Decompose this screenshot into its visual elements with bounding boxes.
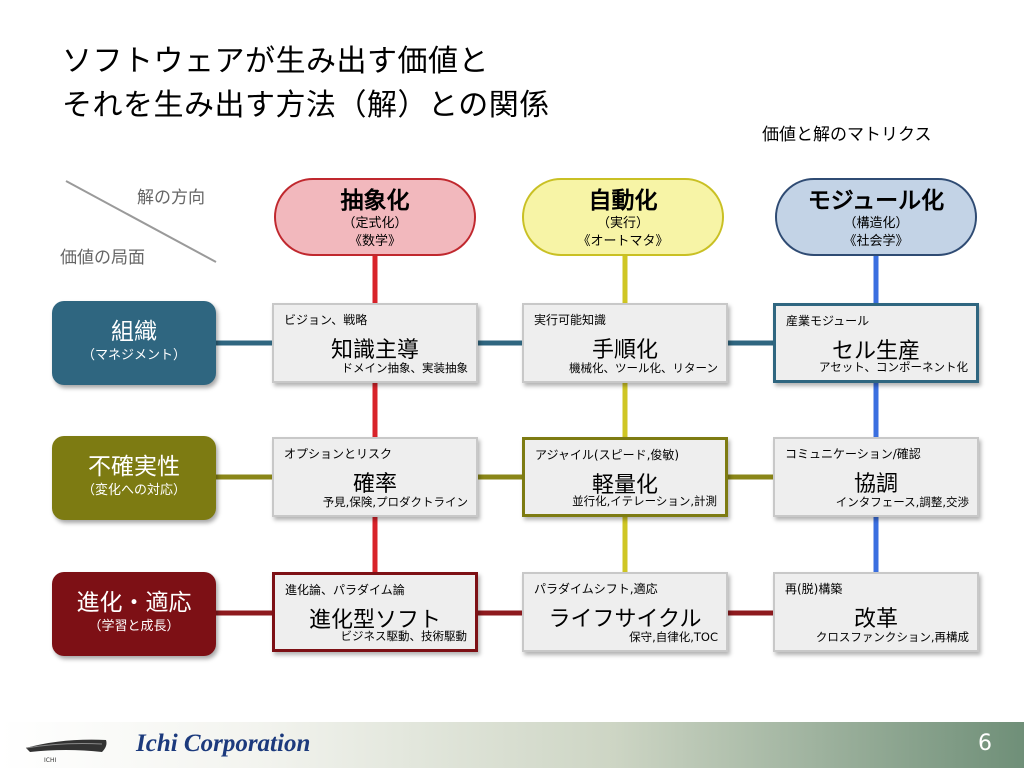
cell-top-label: ビジョン、戦略 (284, 313, 368, 327)
corner-diagonal-line (65, 180, 217, 263)
column-header-sub1: （実行） (596, 216, 649, 231)
cell-top-label: 実行可能知識 (534, 313, 607, 327)
cell-bottom-label: インタフェース,調整,交渉 (835, 495, 969, 509)
cell-main-label: 軽量化 (591, 473, 658, 498)
cell-top-label: パラダイムシフト,適応 (534, 582, 658, 596)
matrix-cell-lightweight: アジャイル(スピード,俊敏) 軽量化 並行化,イテレーション,計測 (522, 437, 728, 517)
column-header-automation: 自動化 （実行） 《オートマタ》 (522, 178, 724, 256)
cell-bottom-label: ビジネス駆動、技術駆動 (340, 629, 468, 643)
cell-main-label: 手順化 (591, 338, 658, 363)
slide-title: ソフトウェアが生み出す価値と それを生み出す方法（解）との関係 (62, 40, 702, 128)
cell-main-label: 進化型ソフト (308, 608, 441, 633)
row-header-title: 進化・適応 (76, 590, 192, 616)
cell-top-label: 進化論、パラダイム論 (285, 583, 405, 597)
cell-bottom-label: 予見,保険,プロダクトライン (322, 495, 468, 509)
matrix-cell-knowledge-driven: ビジョン、戦略 知識主導 ドメイン抽象、実装抽象 (272, 303, 478, 383)
cell-bottom-label: アセット、コンポーネント化 (818, 360, 968, 374)
company-logo-icon: ICHI (25, 739, 107, 764)
cell-bottom-label: 並行化,イテレーション,計測 (572, 494, 717, 508)
column-header-modularization: モジュール化 （構造化） 《社会学》 (775, 178, 977, 256)
row-header-sub: （変化への対応） (81, 483, 186, 498)
matrix-cell-lifecycle: パラダイムシフト,適応 ライフサイクル 保守,自律化,TOC (522, 572, 728, 652)
cell-bottom-label: ドメイン抽象、実装抽象 (341, 361, 469, 375)
matrix-cell-probability: オプションとリスク 確率 予見,保険,プロダクトライン (272, 437, 478, 517)
cell-top-label: アジャイル(スピード,俊敏) (535, 448, 680, 462)
slide-title-line-2: それを生み出す方法（解）との関係 (62, 88, 550, 123)
row-header-uncertainty: 不確実性 （変化への対応） (52, 436, 216, 520)
matrix-cell-evolutionary-software: 進化論、パラダイム論 進化型ソフト ビジネス駆動、技術駆動 (272, 572, 478, 652)
cell-bottom-label: クロスファンクション,再構成 (815, 630, 969, 644)
column-header-sub2: 《数学》 (348, 234, 401, 249)
row-header-title: 組織 (111, 319, 157, 345)
cell-bottom-label: 機械化、ツール化、リターン (569, 361, 718, 375)
cell-top-label: 再(脱)構築 (785, 582, 843, 596)
page-number: 6 (978, 731, 992, 756)
matrix-cell-proceduralization: 実行可能知識 手順化 機械化、ツール化、リターン (522, 303, 728, 383)
matrix-subtitle: 価値と解のマトリクス (762, 125, 932, 145)
column-header-abstraction: 抽象化 （定式化） 《数学》 (274, 178, 476, 256)
cell-bottom-label: 保守,自律化,TOC (629, 630, 718, 644)
matrix-cell-cooperation: コミュニケーション/確認 協調 インタフェース,調整,交渉 (773, 437, 979, 517)
cell-main-label: 知識主導 (330, 338, 419, 363)
cell-main-label: セル生産 (831, 339, 920, 364)
column-header-sub2: 《オートマタ》 (577, 234, 669, 249)
row-header-organization: 組織 （マネジメント） (52, 301, 216, 385)
row-header-sub: （学習と成長） (88, 619, 180, 634)
slide-title-line-1: ソフトウェアが生み出す価値と (62, 44, 489, 79)
cell-main-label: ライフサイクル (548, 607, 702, 632)
matrix-cell-reform: 再(脱)構築 改革 クロスファンクション,再構成 (773, 572, 979, 652)
column-header-sub1: （定式化） (342, 216, 408, 231)
axis-label-value: 価値の局面 (60, 248, 145, 268)
column-header-title: 自動化 (588, 188, 658, 214)
cell-main-label: 協調 (853, 472, 898, 497)
footer-bar (0, 722, 1024, 768)
row-header-sub: （マネジメント） (81, 348, 186, 363)
cell-top-label: オプションとリスク (284, 447, 393, 461)
column-header-title: モジュール化 (807, 188, 945, 214)
cell-main-label: 確率 (352, 472, 397, 497)
cell-top-label: コミュニケーション/確認 (785, 447, 921, 461)
row-header-title: 不確実性 (88, 454, 180, 480)
matrix-cell-cell-production: 産業モジュール セル生産 アセット、コンポーネント化 (773, 303, 979, 383)
cell-top-label: 産業モジュール (786, 314, 870, 328)
axis-label-direction: 解の方向 (137, 188, 205, 208)
row-header-evolution: 進化・適応 （学習と成長） (52, 572, 216, 656)
cell-main-label: 改革 (853, 607, 898, 632)
column-header-title: 抽象化 (340, 188, 410, 214)
logo-text: ICHI (44, 757, 56, 764)
column-header-sub2: 《社会学》 (843, 234, 909, 249)
column-header-sub1: （構造化） (843, 216, 909, 231)
company-name: Ichi Corporation (136, 730, 311, 757)
